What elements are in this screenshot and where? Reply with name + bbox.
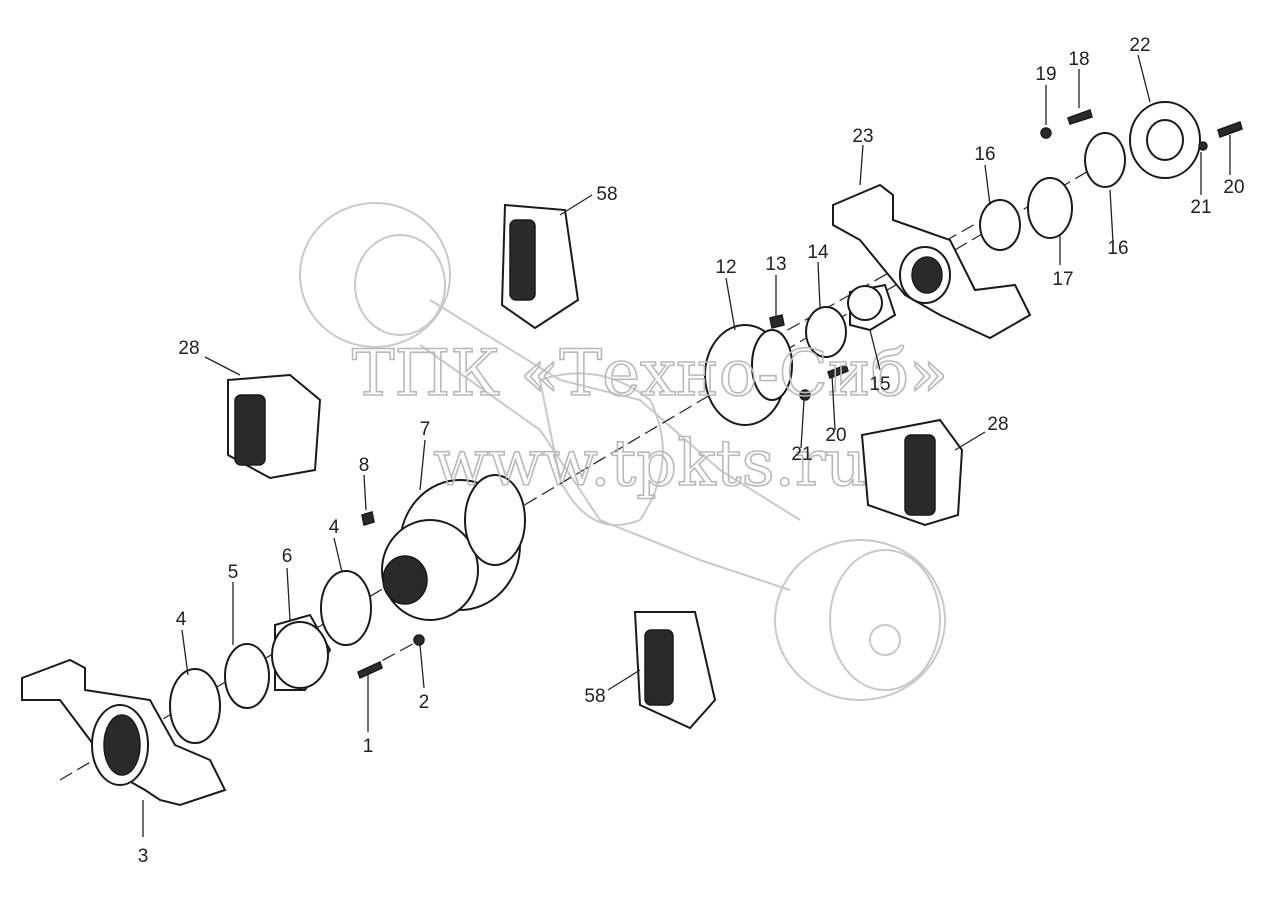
callout-1: 1 (363, 736, 374, 757)
brake-caliper-58-top (500, 203, 580, 330)
callout-6: 6 (282, 546, 293, 567)
watermark-line2: www.tpkts.ru (433, 427, 866, 501)
leader-lines (142, 54, 1231, 837)
callout-20a: 20 (825, 425, 846, 446)
callout-3: 3 (138, 846, 149, 867)
fasteners-mid (799, 364, 849, 401)
watermark-line1: ТПК «Техно-Сиб» (352, 337, 948, 411)
pin-ring-bushing (769, 283, 897, 358)
fasteners-diff (357, 511, 425, 680)
callout-23: 23 (852, 126, 873, 147)
callout-2: 2 (419, 692, 430, 713)
callout-18: 18 (1068, 49, 1089, 70)
callout-12: 12 (715, 257, 736, 278)
end-cover-stack (979, 101, 1201, 251)
callout-15: 15 (869, 374, 890, 395)
callout-20b: 20 (1223, 177, 1244, 198)
differential-assembly (381, 474, 526, 621)
callout-4b: 4 (329, 517, 340, 538)
callout-14: 14 (807, 242, 829, 263)
callout-17: 17 (1052, 269, 1073, 290)
callout-13: 13 (765, 254, 786, 275)
brake-caliper-28-left (227, 373, 322, 480)
callout-4a: 4 (176, 609, 187, 630)
watermark: ТПК «Техно-Сиб» www.tpkts.ru (351, 336, 949, 502)
axle-bracket-right (832, 183, 1032, 340)
callout-58a: 58 (596, 184, 617, 205)
brake-caliper-28-right (860, 418, 964, 527)
callout-16b: 16 (1107, 238, 1128, 259)
seal-rings-left (169, 570, 372, 744)
callout-5: 5 (228, 562, 239, 583)
callout-58b: 58 (584, 686, 605, 707)
callout-16a: 16 (974, 144, 995, 165)
ghost-axle-housing (299, 202, 946, 701)
callout-21b: 21 (1190, 197, 1211, 218)
callout-7: 7 (420, 419, 431, 440)
brake-caliper-58-bottom (633, 611, 717, 730)
callout-22: 22 (1129, 35, 1150, 56)
callout-8: 8 (359, 455, 370, 476)
flange-12 (704, 324, 793, 426)
axle-bracket-left (21, 658, 227, 807)
fasteners-top-right (1040, 109, 1243, 151)
callout-28a: 28 (178, 338, 199, 359)
callouts: 1 2 3 4 4 5 6 7 8 12 13 14 15 16 16 17 1… (138, 35, 1245, 867)
callout-28b: 28 (987, 414, 1008, 435)
callout-19: 19 (1035, 64, 1056, 85)
callout-21a: 21 (791, 444, 812, 465)
